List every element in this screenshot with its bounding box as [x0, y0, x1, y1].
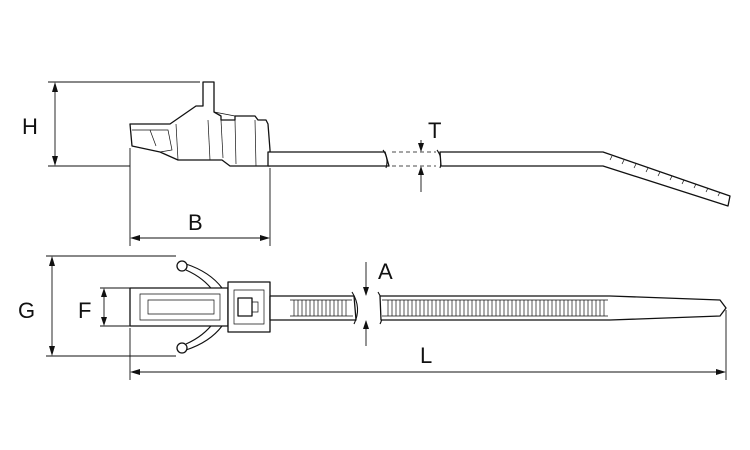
side-view: H B T — [22, 81, 731, 246]
side-view-break-left — [382, 149, 388, 169]
top-view-strap-left-serrations — [293, 300, 347, 316]
dim-t-arrow-bottom — [418, 166, 424, 175]
top-view-wing-tip-upper — [176, 260, 188, 272]
side-view-head-detail-3 — [175, 123, 179, 161]
side-view-tail-serrations — [609, 155, 721, 197]
label-b: B — [188, 210, 203, 235]
side-view-head-detail-5 — [220, 119, 224, 159]
top-view-strap-right — [379, 295, 727, 321]
dim-a-arrow-top — [363, 287, 369, 296]
dim-g-arrow-top — [49, 256, 55, 266]
top-view: G F A L — [18, 255, 727, 380]
top-view-head-inner — [233, 289, 265, 325]
dim-l-arrow-right — [716, 369, 726, 375]
label-h: H — [22, 114, 38, 139]
label-f: F — [78, 298, 91, 323]
dim-b-arrow-left — [130, 235, 140, 241]
label-l: L — [420, 343, 432, 368]
side-view-thickness-guide — [392, 151, 436, 167]
side-view-head — [129, 81, 271, 167]
label-a: A — [378, 259, 393, 284]
dim-g-arrow-bottom — [49, 346, 55, 356]
side-view-head-detail-2 — [149, 129, 157, 147]
dim-f-arrow-bottom — [101, 317, 107, 326]
side-view-head-detail-8 — [213, 111, 236, 117]
label-g: G — [18, 298, 35, 323]
top-view-wing-tip-lower — [176, 342, 188, 354]
dim-f-arrow-top — [101, 288, 107, 297]
top-view-anchor-slot-outer — [139, 293, 221, 321]
dim-t-arrow-top — [418, 143, 424, 152]
side-view-head-detail-6 — [234, 119, 237, 165]
top-view-pawl — [237, 297, 253, 317]
top-view-break-left — [351, 291, 359, 325]
dim-a-arrow-bottom — [363, 320, 369, 329]
top-view-strap-left — [269, 295, 357, 321]
top-view-anchor-slot-inner — [147, 299, 215, 315]
top-view-pawl-detail — [252, 301, 259, 313]
side-view-head-detail-4 — [207, 119, 211, 161]
side-view-strap-left — [267, 151, 390, 167]
dim-h-arrow-bottom — [52, 156, 58, 166]
label-t: T — [428, 118, 441, 143]
dim-l-arrow-left — [130, 369, 140, 375]
side-view-strap-right — [439, 151, 731, 207]
side-view-head-detail-7 — [254, 119, 257, 167]
dim-b-arrow-right — [260, 235, 270, 241]
top-view-strap-right-serrations — [387, 300, 605, 316]
dim-h-arrow-top — [52, 82, 58, 92]
